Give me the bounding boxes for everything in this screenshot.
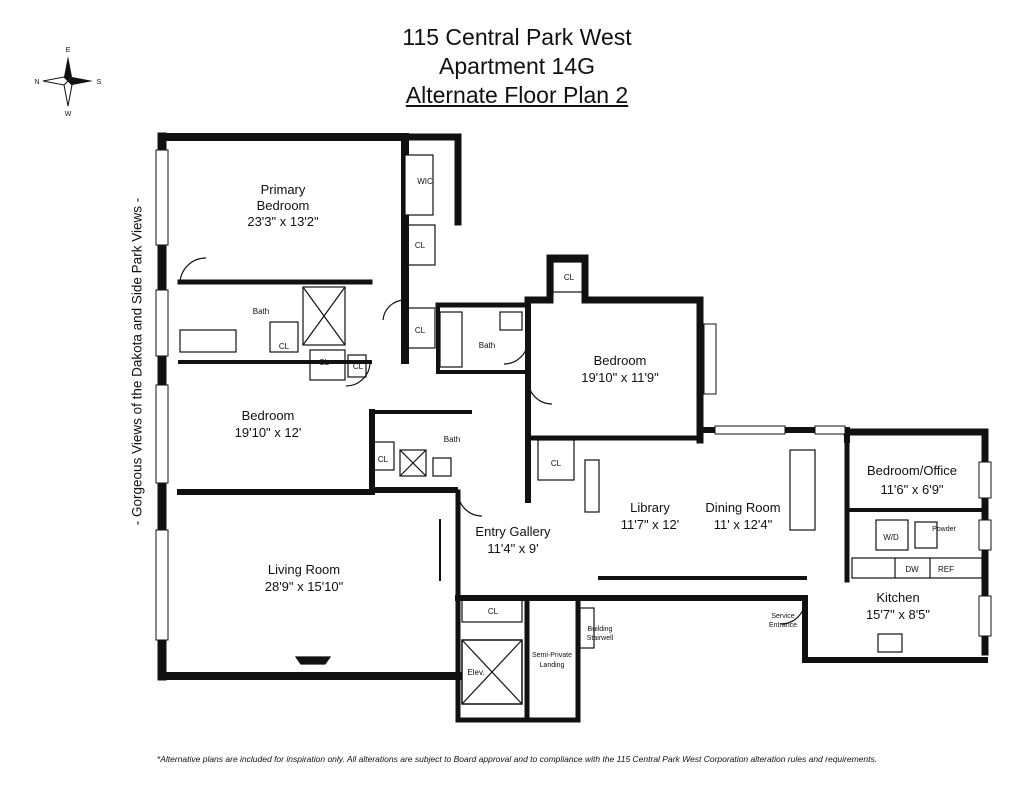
closet-label: CL bbox=[279, 342, 290, 351]
entry-gallery-name: Entry Gallery bbox=[475, 524, 551, 539]
bedroom-office-name: Bedroom/Office bbox=[867, 463, 957, 478]
library-dims: 11'7" x 12' bbox=[621, 517, 680, 532]
kitchen-dims: 15'7" x 8'5" bbox=[866, 607, 930, 622]
title-address: 115 Central Park West bbox=[402, 24, 632, 50]
room-labels: Primary Bedroom 23'3" x 13'2" Bedroom 19… bbox=[235, 182, 957, 622]
wic-label: WIC bbox=[417, 177, 433, 186]
disclaimer-footnote: *Alternative plans are included for insp… bbox=[156, 754, 878, 764]
elevator-label: Elev. bbox=[467, 668, 484, 677]
bedroom-north-dims: 19'10" x 11'9" bbox=[581, 370, 659, 385]
service-entrance-label-2: Entrance bbox=[769, 622, 797, 629]
fixtures bbox=[179, 154, 983, 705]
kitchen-name: Kitchen bbox=[876, 590, 919, 605]
primary-bedroom-dims: 23'3" x 13'2" bbox=[247, 214, 319, 229]
primary-bedroom-name: Primary bbox=[261, 182, 306, 197]
dining-room-name: Dining Room bbox=[705, 500, 780, 515]
bedroom-office-dims: 11'6" x 6'9" bbox=[880, 482, 943, 497]
closet-label: CL bbox=[415, 326, 426, 335]
title-plan-name: Alternate Floor Plan 2 bbox=[405, 82, 629, 108]
living-room-dims: 28'9" x 15'10" bbox=[265, 579, 344, 594]
landing-label-1: Semi-Private bbox=[532, 652, 572, 659]
primary-bedroom-name-2: Bedroom bbox=[257, 198, 310, 213]
title-apartment: Apartment 14G bbox=[439, 53, 595, 79]
bedroom-north-name: Bedroom bbox=[594, 353, 647, 368]
refrigerator-label: REF bbox=[938, 565, 954, 574]
windows-west bbox=[155, 149, 992, 641]
small-labels: WIC CL CL CL CL CL CL CL CL CL Bath Bath… bbox=[253, 177, 957, 677]
bath-label: Bath bbox=[444, 435, 460, 444]
bath-label: Bath bbox=[479, 341, 495, 350]
compass-e-label: E bbox=[66, 47, 71, 54]
entry-gallery-dims: 11'4" x 9' bbox=[487, 541, 538, 556]
closet-label: CL bbox=[378, 455, 389, 464]
library-name: Library bbox=[630, 500, 670, 515]
closet-label: CL bbox=[551, 459, 562, 468]
bedroom-west-name: Bedroom bbox=[242, 408, 295, 423]
service-entrance-label-1: Service bbox=[771, 613, 794, 620]
living-room-name: Living Room bbox=[268, 562, 340, 577]
compass-rose-icon: E W N S bbox=[34, 47, 101, 118]
dining-room-dims: 11' x 12'4" bbox=[714, 517, 773, 532]
compass-w-label: W bbox=[65, 111, 72, 118]
bedroom-west-dims: 19'10" x 12' bbox=[235, 425, 302, 440]
closet-label: CL bbox=[564, 273, 575, 282]
closet-label: CL bbox=[353, 362, 364, 371]
compass-n-label: N bbox=[34, 79, 39, 86]
landing-label-2: Landing bbox=[540, 662, 565, 669]
closet-label: CL bbox=[319, 358, 330, 367]
powder-label: Powder bbox=[932, 526, 956, 533]
compass-s-label: S bbox=[97, 79, 102, 86]
dishwasher-label: DW bbox=[905, 565, 919, 574]
closet-label: CL bbox=[488, 607, 499, 616]
stairwell-label-1: Building bbox=[588, 626, 613, 633]
washer-dryer-label: W/D bbox=[883, 533, 899, 542]
closet-label: CL bbox=[415, 241, 426, 250]
stairwell-label-2: Stairwell bbox=[587, 635, 614, 642]
bath-label: Bath bbox=[253, 307, 269, 316]
